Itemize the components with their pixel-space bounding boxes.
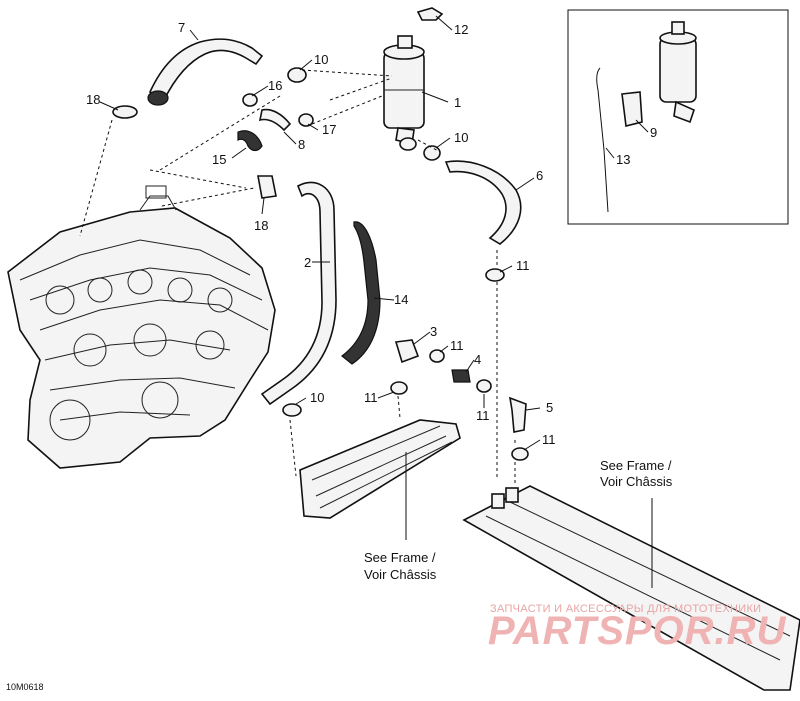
clamp-16 — [242, 93, 258, 107]
clamp-11-b — [429, 349, 445, 363]
elbow-5 — [508, 396, 527, 433]
heat-exchanger-right — [462, 485, 800, 691]
callout-8: 8 — [298, 137, 305, 152]
callout-4: 4 — [474, 352, 481, 367]
hose-2 — [260, 181, 337, 406]
cap-12 — [416, 7, 444, 21]
note-frame-bottom-line1: See Frame / — [364, 550, 436, 565]
callout-11-d: 11 — [476, 408, 490, 423]
callout-11-e: 11 — [542, 432, 556, 447]
callout-5: 5 — [546, 400, 553, 415]
callout-11-a: 11 — [516, 258, 530, 273]
fitting-4 — [451, 369, 471, 383]
clamp-10-right — [423, 145, 441, 161]
coolant-tank-1 — [383, 35, 425, 145]
hose-6 — [444, 160, 522, 245]
callout-7: 7 — [178, 20, 185, 35]
inset-frame — [567, 9, 789, 225]
watermark-tagline: ЗАПЧАСТИ И АКСЕССУАРЫ ДЛЯ МОТОТЕХНИКИ — [490, 603, 761, 615]
callout-18-left: 18 — [86, 92, 100, 107]
callout-10-top: 10 — [314, 52, 328, 67]
callout-14: 14 — [394, 292, 408, 307]
clamp-11-c — [476, 379, 492, 393]
note-frame-right-line2: Voir Châssis — [600, 474, 673, 489]
callout-15: 15 — [212, 152, 226, 167]
fitting-18-lower — [257, 175, 277, 199]
callout-1: 1 — [454, 95, 461, 110]
callout-10-middle: 10 — [454, 130, 468, 145]
callout-2: 2 — [304, 255, 311, 270]
heat-exchanger-left — [299, 419, 461, 519]
callout-9: 9 — [650, 125, 657, 140]
clamp-11-a — [485, 268, 505, 282]
clamp-10-middle — [399, 137, 417, 151]
note-frame-bottom-line2: Voir Châssis — [364, 567, 437, 582]
callout-18-lower: 18 — [254, 218, 268, 233]
callout-17: 17 — [322, 122, 336, 137]
hose-7 — [148, 38, 264, 102]
clamp-10-top — [287, 67, 307, 83]
hose-15 — [237, 130, 263, 152]
clamp-11-e — [511, 447, 529, 461]
inset-tank — [659, 21, 697, 124]
callout-13: 13 — [616, 152, 630, 167]
clamp-18-left — [112, 105, 138, 119]
callout-11-b: 11 — [450, 338, 464, 353]
watermark-logo: PARTSPOR.RU — [488, 609, 787, 653]
clamp-11-d — [390, 381, 408, 395]
callout-16: 16 — [268, 78, 282, 93]
callout-11-c: 11 — [364, 390, 378, 405]
bracket-9 — [621, 91, 643, 127]
clamp-10-bottom — [282, 403, 302, 417]
elbow-3 — [394, 339, 420, 364]
hose-14 — [341, 221, 381, 365]
callout-12: 12 — [454, 22, 468, 37]
callout-6: 6 — [536, 168, 543, 183]
note-frame-right-line1: See Frame / — [600, 458, 672, 473]
hose-8 — [258, 108, 292, 132]
figure-code: 10M0618 — [6, 682, 44, 692]
engine-block — [7, 185, 276, 469]
vent-tube-13 — [596, 67, 609, 213]
callout-10-bottom: 10 — [310, 390, 324, 405]
callout-3: 3 — [430, 324, 437, 339]
fitting-7-end — [147, 90, 169, 106]
clamp-17 — [298, 113, 314, 127]
